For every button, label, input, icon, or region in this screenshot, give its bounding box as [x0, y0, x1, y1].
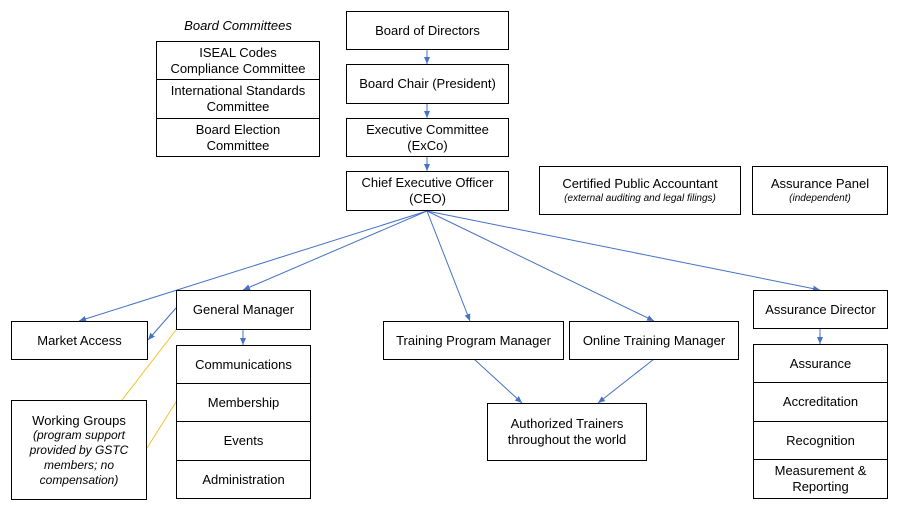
assurance-unit-accreditation-label: Accreditation [782, 394, 859, 409]
market-access-box[interactable]: Market Access [11, 321, 148, 360]
working-groups-box[interactable]: Working Groups (program support provided… [11, 400, 147, 500]
gm-unit-communications-label: Communications [195, 356, 292, 372]
committee-board-election[interactable]: Board Election Committee [156, 118, 320, 157]
gm-unit-administration-label: Administration [202, 471, 285, 487]
gm-unit-membership[interactable]: Membership [176, 383, 311, 422]
ceo-line-1: Chief Executive Officer [361, 175, 494, 190]
assurance-unit-measurement-reporting[interactable]: Measurement & Reporting [753, 459, 888, 499]
board-of-directors-label: Board of Directors [375, 22, 480, 38]
authorized-trainers-line-2: throughout the world [507, 432, 627, 447]
arrow-ceo-to-assurance-director [426, 210, 821, 292]
committee-iseal-codes[interactable]: ISEAL Codes Compliance Committee [156, 41, 320, 80]
general-manager-label: General Manager [192, 302, 295, 317]
assurance-unit-assurance[interactable]: Assurance [753, 344, 888, 383]
committee-board-election-line-2: Committee [206, 137, 270, 153]
board-chair-label: Board Chair (President) [359, 76, 496, 91]
ceo-box[interactable]: Chief Executive Officer (CEO) [346, 171, 509, 211]
board-of-directors-box[interactable]: Board of Directors [346, 11, 509, 50]
assurance-unit-measurement-reporting-line-2: Reporting [792, 479, 849, 494]
assurance-unit-recognition-label: Recognition [786, 432, 855, 448]
gm-unit-events[interactable]: Events [176, 421, 311, 461]
working-groups-title: Working Groups [32, 412, 126, 428]
market-access-label: Market Access [37, 332, 122, 348]
online-training-manager-label: Online Training Manager [582, 332, 726, 348]
training-program-manager-label: Training Program Manager [396, 332, 551, 348]
authorized-trainers-line-1: Authorized Trainers [510, 416, 624, 431]
committee-international-standards-line-2: Committee [206, 99, 270, 114]
working-groups-note-4: compensation) [39, 472, 119, 487]
cpa-note: (external auditing and legal filings) [564, 193, 716, 204]
assurance-unit-recognition[interactable]: Recognition [753, 421, 888, 460]
board-committees-heading: Board Committees [184, 18, 292, 33]
committee-board-election-line-1: Board Election [195, 121, 281, 137]
assurance-director-label: Assurance Director [765, 301, 876, 317]
executive-committee-line-2: (ExCo) [407, 137, 448, 153]
training-program-manager-box[interactable]: Training Program Manager [383, 321, 564, 360]
working-groups-note-1: (program support [32, 427, 126, 442]
gm-unit-events-label: Events [223, 433, 264, 448]
arrow-gm-to-market-access [147, 307, 177, 341]
board-chair-box[interactable]: Board Chair (President) [346, 64, 509, 104]
assurance-director-box[interactable]: Assurance Director [753, 290, 888, 329]
arrow-ceo-to-training-program-manager [426, 210, 471, 322]
authorized-trainers-box[interactable]: Authorized Trainers throughout the world [487, 403, 647, 461]
gm-unit-membership-label: Membership [207, 394, 280, 410]
executive-committee-line-1: Executive Committee [366, 121, 489, 137]
arrow-ceo-to-general-manager [242, 210, 428, 291]
committee-iseal-codes-line-1: ISEAL Codes [199, 44, 277, 60]
committee-international-standards[interactable]: International Standards Committee [156, 79, 320, 119]
assurance-panel-box[interactable]: Assurance Panel (independent) [752, 166, 888, 215]
gm-unit-communications[interactable]: Communications [176, 345, 311, 384]
gm-unit-administration[interactable]: Administration [176, 460, 311, 499]
committee-iseal-codes-line-2: Compliance Committee [170, 60, 306, 76]
arrow-ceo-to-market-access [78, 210, 428, 322]
cpa-box[interactable]: Certified Public Accountant (external au… [539, 166, 741, 215]
working-groups-note-3: members; no [43, 457, 115, 472]
assurance-unit-assurance-label: Assurance [789, 355, 852, 371]
assurance-panel-title: Assurance Panel [770, 176, 870, 191]
online-training-manager-box[interactable]: Online Training Manager [569, 321, 739, 360]
assurance-unit-measurement-reporting-line-1: Measurement & [774, 463, 867, 478]
connector-gm-to-working-groups [121, 329, 177, 401]
arrow-otm-to-trainers [597, 358, 655, 404]
working-groups-note-2: provided by GSTC [29, 442, 129, 457]
connector-units-to-working-groups [146, 401, 177, 449]
general-manager-box[interactable]: General Manager [176, 290, 311, 330]
arrow-ceo-to-online-training-manager [426, 210, 655, 322]
arrow-tpm-to-trainers [473, 358, 523, 404]
assurance-panel-note: (independent) [789, 193, 851, 204]
executive-committee-box[interactable]: Executive Committee (ExCo) [346, 118, 509, 157]
assurance-unit-accreditation[interactable]: Accreditation [753, 382, 888, 422]
committee-international-standards-line-1: International Standards [170, 83, 306, 98]
cpa-title: Certified Public Accountant [562, 176, 718, 191]
ceo-line-2: (CEO) [409, 191, 446, 206]
